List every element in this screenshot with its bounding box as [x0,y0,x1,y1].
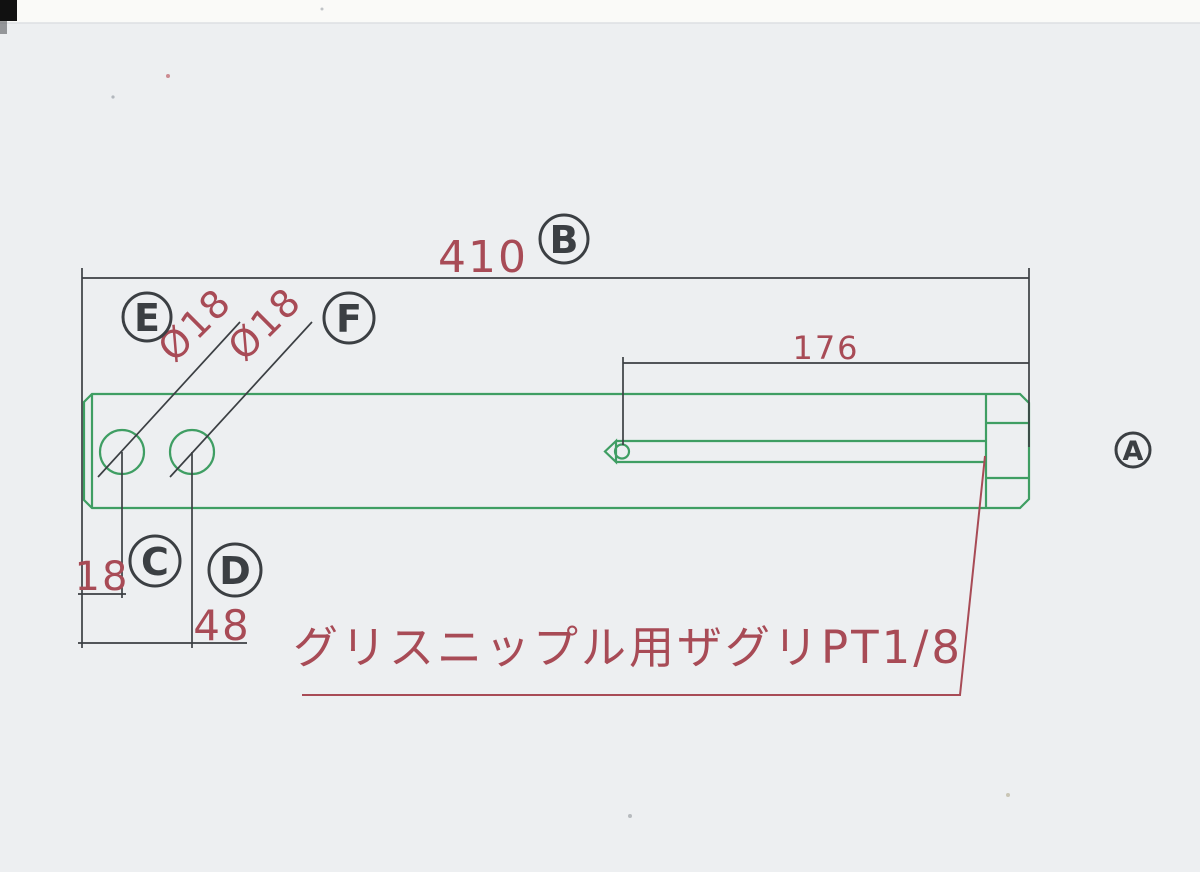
scan-speck [1006,793,1010,797]
balloon-e-letter: E [134,296,160,340]
balloon-b-letter: B [550,218,579,262]
dim-text-bore-length: 176 [792,329,859,367]
scan-speck [111,95,115,99]
balloon-c-letter: C [141,540,169,584]
leader-line-hole1-diameter [97,321,241,478]
scan-speck [166,74,170,78]
leader-line-hole2-diameter [169,321,313,478]
dimension-lines [78,268,1030,648]
shaft-part [82,392,1031,510]
scan-speck [628,814,632,818]
dim-text-hole1-position: 18 [75,554,130,600]
balloon-d: D [207,542,263,598]
balloon-e: E [121,291,173,343]
dim-text-hole2-position: 48 [193,601,250,650]
dim-text-overall-length: 410 [438,232,528,283]
note-text-grease-nipple-counterbore: グリスニップル用ザグリPT1/8 [293,621,963,674]
note-leader-line [302,455,986,696]
shaft-outline [82,392,1031,510]
balloon-f-letter: F [336,297,362,341]
balloon-d-letter: D [219,549,251,593]
scan-speck [320,7,324,11]
scan-corner-smudge [0,21,7,34]
balloon-a: A [1114,431,1152,469]
scan-corner-black-mark [0,0,17,21]
paper-sheet [0,23,1200,872]
balloon-c: C [128,534,182,588]
balloon-f: F [322,291,376,345]
balloon-a-letter: A [1123,436,1144,467]
balloon-b: B [538,213,590,265]
grease-nipple-counterbore-circle [613,443,631,460]
